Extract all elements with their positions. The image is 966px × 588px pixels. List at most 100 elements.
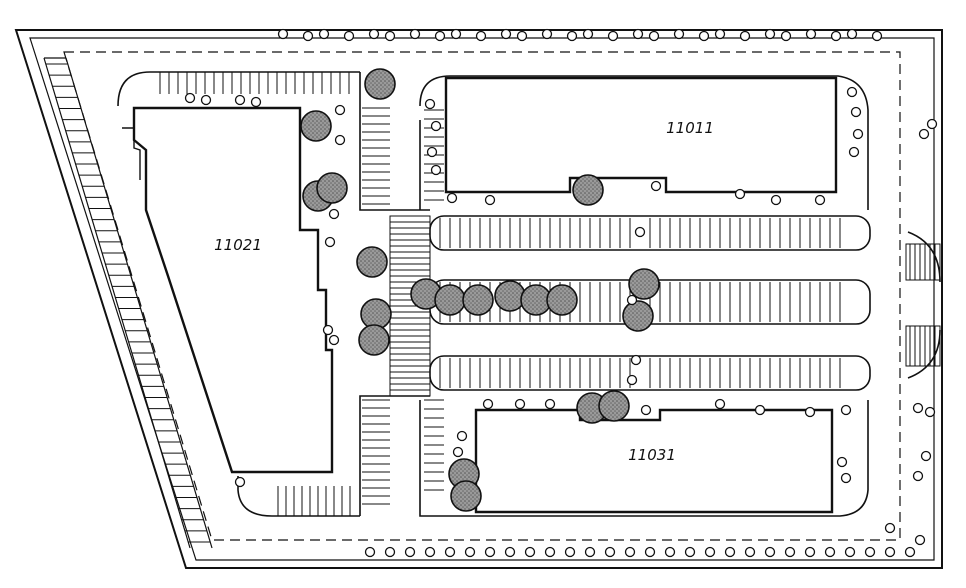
building-11021-west-detail <box>122 127 141 180</box>
shrub <box>884 522 896 534</box>
shrub <box>914 534 926 546</box>
shrub <box>456 430 468 442</box>
shrub <box>328 334 340 346</box>
shrub <box>724 546 736 558</box>
west-parking-stalls <box>45 63 211 543</box>
tree <box>572 174 604 206</box>
shrub <box>714 28 726 40</box>
shrub <box>604 546 616 558</box>
shrub <box>484 546 496 558</box>
shrub <box>714 398 726 410</box>
tree <box>628 268 660 300</box>
shrub <box>404 546 416 558</box>
shrub <box>871 30 883 42</box>
shrub <box>626 294 638 306</box>
tree <box>598 390 630 422</box>
building-11021-label: 11021 <box>214 236 262 254</box>
shrub <box>450 28 462 40</box>
shrub <box>924 406 936 418</box>
shrub <box>632 28 644 40</box>
building-11031-label: 11031 <box>628 446 676 464</box>
shrub <box>234 476 246 488</box>
shrub <box>648 30 660 42</box>
shrub <box>840 404 852 416</box>
west-parking-strip <box>43 57 213 549</box>
shrub <box>912 402 924 414</box>
buildings <box>132 76 838 514</box>
building-11021-footprint <box>132 106 334 474</box>
shrub <box>664 546 676 558</box>
shrub <box>424 546 436 558</box>
shrub <box>584 546 596 558</box>
shrub <box>514 398 526 410</box>
shrub <box>516 30 528 42</box>
tree <box>358 324 390 356</box>
shrub <box>844 546 856 558</box>
shrub <box>234 94 246 106</box>
shrub <box>780 30 792 42</box>
shrub <box>684 546 696 558</box>
inner-property-line <box>29 37 935 561</box>
shrub <box>430 164 442 176</box>
shrub <box>744 546 756 558</box>
shrub <box>739 30 751 42</box>
shrub <box>452 446 464 458</box>
shrub <box>836 456 848 468</box>
shrub <box>544 398 556 410</box>
shrub <box>624 546 636 558</box>
shrub <box>250 96 262 108</box>
shrub <box>384 546 396 558</box>
shrub <box>918 128 930 140</box>
canopy-trees <box>300 68 660 512</box>
shrub <box>830 30 842 42</box>
shrub <box>805 28 817 40</box>
shrub <box>324 236 336 248</box>
tree <box>356 246 388 278</box>
crosswalk <box>905 325 941 367</box>
tree <box>494 280 526 312</box>
building-11011-footprint <box>444 76 838 194</box>
shrub <box>770 194 782 206</box>
tree <box>364 68 396 100</box>
tree <box>434 284 466 316</box>
shrub <box>328 208 340 220</box>
shrub <box>644 546 656 558</box>
shrub <box>814 194 826 206</box>
shrub <box>852 128 864 140</box>
tree <box>300 110 332 142</box>
shrub <box>920 450 932 462</box>
shrub <box>409 28 421 40</box>
shrub <box>634 226 646 238</box>
shrub <box>804 406 816 418</box>
shrub <box>318 28 330 40</box>
shrub <box>200 94 212 106</box>
shrub <box>650 180 662 192</box>
shrub <box>541 28 553 40</box>
shrub <box>364 546 376 558</box>
shrub <box>582 28 594 40</box>
shrub <box>673 28 685 40</box>
building-11011-label: 11011 <box>666 119 714 137</box>
tree <box>316 172 348 204</box>
tree <box>450 480 482 512</box>
shrub <box>446 192 458 204</box>
shrub <box>884 546 896 558</box>
shrub <box>784 546 796 558</box>
shrub <box>524 546 536 558</box>
shrub <box>544 546 556 558</box>
shrub <box>424 98 436 110</box>
shrubs <box>184 28 938 558</box>
shrub <box>277 28 289 40</box>
shrub <box>704 546 716 558</box>
crosswalk <box>905 243 941 281</box>
property-boundary <box>14 29 943 569</box>
shrub <box>850 106 862 118</box>
shrub <box>322 324 334 336</box>
shrub <box>630 354 642 366</box>
shrub <box>334 134 346 146</box>
shrub <box>343 30 355 42</box>
shrub <box>500 28 512 40</box>
setback-line <box>63 51 901 541</box>
shrub <box>848 146 860 158</box>
